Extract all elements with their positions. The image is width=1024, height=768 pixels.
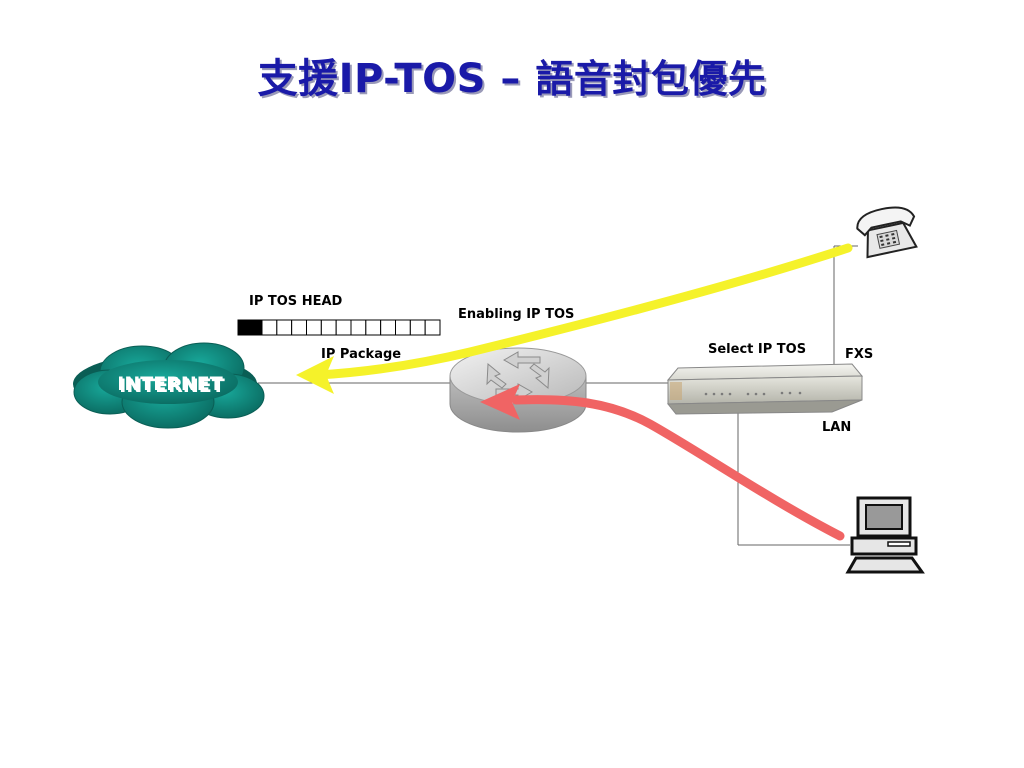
connection-lines (258, 245, 858, 546)
computer-icon (845, 496, 925, 574)
title-cjk: 語音封包優先 (535, 56, 767, 101)
gateway-device-icon (666, 363, 864, 415)
title-latin: 支援IP-TOS – (257, 56, 536, 102)
ip-tos-header-bar (237, 319, 441, 336)
tos-header-cell (291, 319, 307, 336)
ip-tos-head-label: IP TOS HEAD (249, 294, 343, 309)
tos-header-cell (409, 319, 426, 336)
tos-header-cell (335, 319, 352, 336)
tos-header-cell (424, 319, 441, 336)
data-arrow (480, 384, 845, 541)
tos-header-cell (306, 319, 322, 336)
fxs-label: FXS (845, 347, 874, 362)
telephone-icon (856, 206, 918, 259)
ip-package-label: IP Package (321, 347, 402, 362)
tos-header-cell (380, 319, 396, 336)
tos-header-cell (395, 319, 411, 336)
voice-priority-arrow (296, 243, 853, 394)
tos-header-cell (320, 319, 337, 336)
internet-label: INTERNET (117, 373, 222, 395)
tos-header-cell (261, 319, 278, 336)
internet-label-shadow: INTERNET (119, 375, 224, 397)
tos-header-cell (276, 319, 293, 336)
cloud-icon: INTERNET INTERNET (73, 342, 265, 429)
select-ip-tos-label: Select IP TOS (708, 342, 807, 357)
enabling-ip-tos-label: Enabling IP TOS (458, 307, 575, 322)
tos-header-cell (350, 319, 367, 336)
slide-title: 支援IP-TOS – 語音封包優先 (0, 46, 1024, 104)
tos-header-cell (365, 319, 382, 336)
router-icon (449, 347, 587, 433)
lan-label: LAN (822, 420, 852, 435)
tos-header-cell (237, 319, 263, 336)
